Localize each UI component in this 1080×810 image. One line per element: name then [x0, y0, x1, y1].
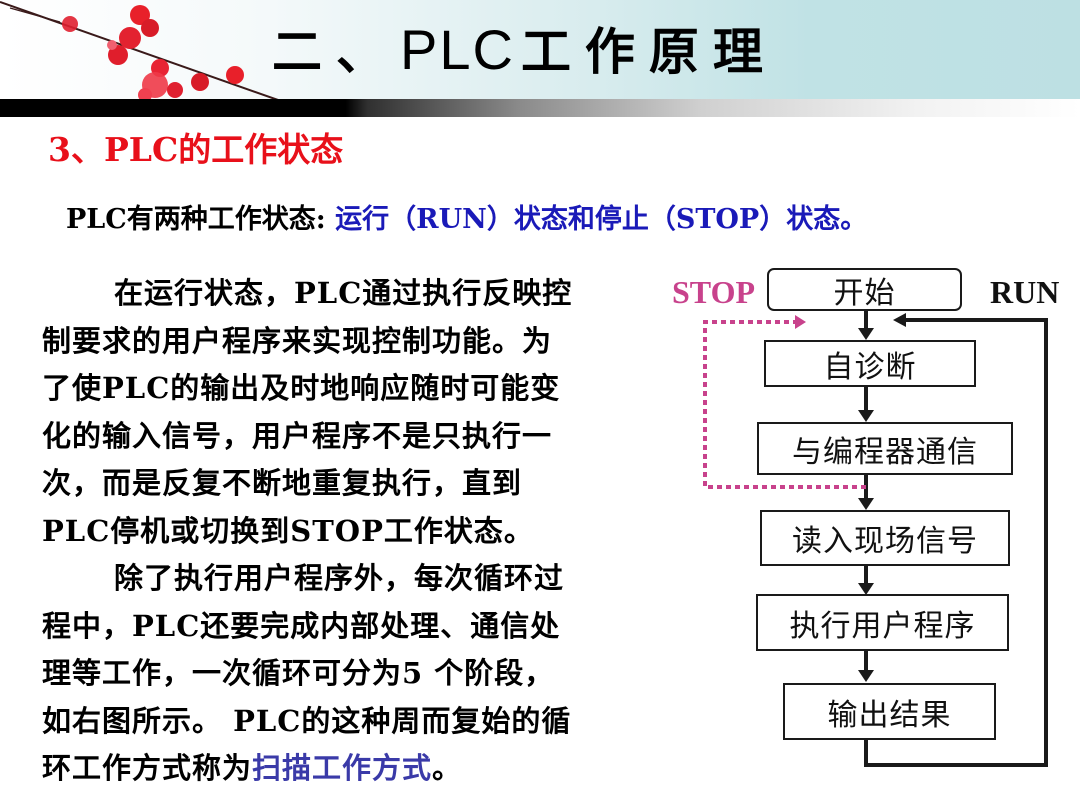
body-line: PLC停机或切换到STOP工作状态。 — [42, 513, 534, 548]
body-line: 除了执行用户程序外，每次循环过 — [114, 561, 565, 595]
flow-step-self-diagnosis: 自诊断 — [764, 340, 976, 387]
body-line: 如右图所示。 PLC的这种周而复始的循 — [42, 703, 572, 738]
body-line: 在运行状态，PLC通过执行反映控 — [114, 276, 573, 310]
flow-step-programmer-communication: 与编程器通信 — [757, 422, 1013, 475]
plum-blossom-branch-icon — [0, 1, 279, 100]
intro-sentence: PLC有两种工作状态: 运行（RUN）状态和停止（STOP）状态。 — [66, 198, 867, 242]
intro-lead: PLC有两种工作状态: — [66, 204, 336, 235]
flow-step-label: 读入现场信号 — [792, 524, 978, 559]
slide-title-latin: PLC — [400, 18, 515, 81]
body-line: 制要求的用户程序来实现控制功能。为 — [42, 323, 553, 358]
body-line: 化的输入信号，用户程序不是只执行一 — [42, 418, 553, 453]
flow-step-output-results: 输出结果 — [783, 683, 996, 740]
flow-step-read-inputs: 读入现场信号 — [760, 510, 1010, 566]
body-last-suffix: 。 — [432, 751, 463, 785]
header-divider-bar — [0, 99, 1080, 117]
flow-step-label: 与编程器通信 — [792, 434, 978, 470]
body-paragraph: 在运行状态，PLC通过执行反映控 制要求的用户程序来实现控制功能。为 了使PLC… — [42, 270, 662, 793]
body-line: 了使PLC的输出及时地响应随时可能变 — [42, 371, 561, 405]
flow-step-start: 开始 — [767, 268, 962, 311]
stop-label: STOP — [672, 274, 755, 310]
slide-title-prefix: 二、 — [272, 22, 400, 81]
flow-step-label: 自诊断 — [823, 349, 917, 385]
run-label: RUN — [990, 274, 1060, 310]
section-title: 3、PLC的工作状态 — [48, 130, 344, 169]
body-line-last: 环工作方式称为扫描工作方式。 — [42, 745, 662, 793]
scan-mode-term: 扫描工作方式 — [252, 751, 433, 785]
body-line: 程中，PLC还要完成内部处理、通信处 — [42, 608, 561, 643]
body-line: 次，而是反复不断地重复执行，直到 — [42, 466, 523, 500]
intro-highlight: 运行（RUN）状态和停止（STOP）状态。 — [335, 204, 868, 235]
flow-step-label: 执行用户程序 — [789, 608, 976, 644]
flow-step-label: 开始 — [833, 275, 896, 311]
slide-title-cjk: 工作原理 — [520, 22, 777, 81]
body-last-prefix: 环工作方式称为 — [42, 751, 253, 785]
flow-step-execute-program: 执行用户程序 — [756, 594, 1009, 651]
body-line: 理等工作，一次循环可分为5 个阶段， — [42, 656, 555, 690]
flow-step-label: 输出结果 — [827, 697, 952, 733]
